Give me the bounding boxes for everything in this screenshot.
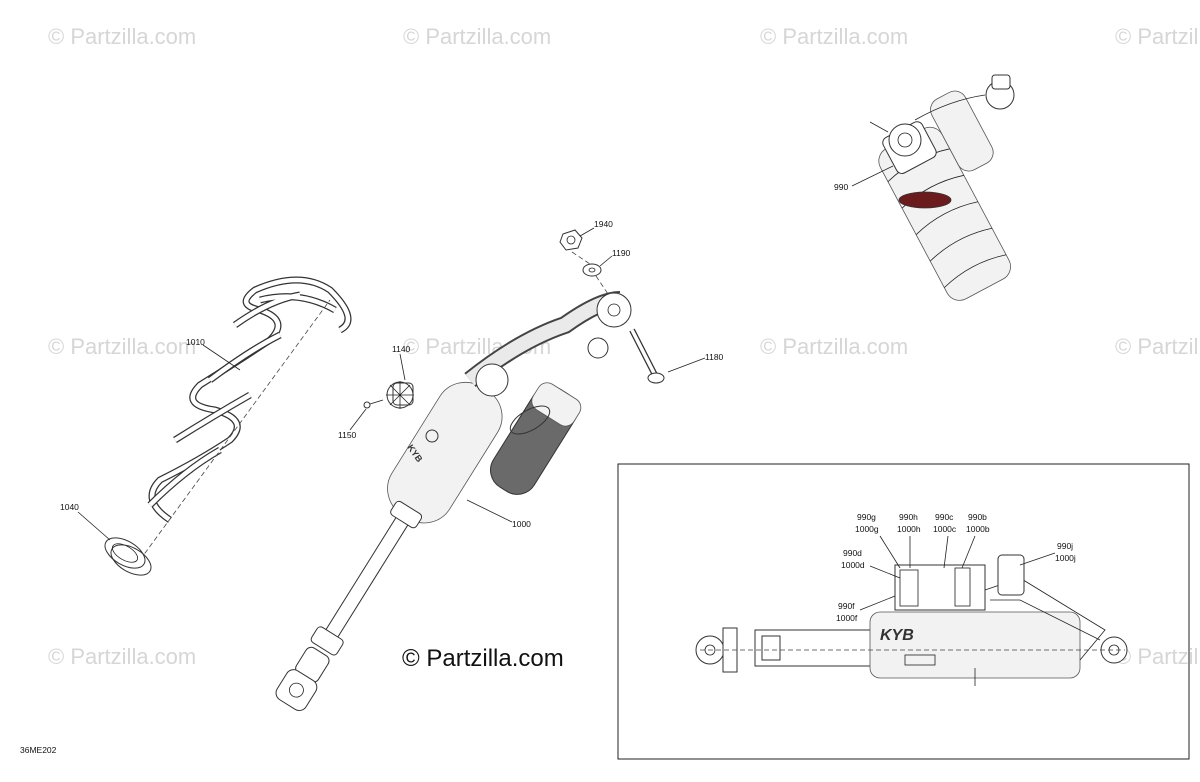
callout-990h[interactable]: 990h [899,512,918,522]
shock-assembly-990[interactable] [864,74,1049,305]
watermark-1: © Partzilla.com [48,24,196,49]
diagram-code: 36ME202 [20,745,57,755]
bump-stop-1040[interactable] [100,532,156,582]
callout-990j[interactable]: 990j [1057,541,1073,551]
nut-1940[interactable] [559,229,583,251]
washer-1190[interactable] [582,263,602,277]
callout-990g[interactable]: 990g [857,512,876,522]
bolt-1180[interactable] [629,328,665,384]
callout-1000h[interactable]: 1000h [897,524,921,534]
callout-1000c[interactable]: 1000c [933,524,957,534]
callout-1150[interactable]: 1150 [338,430,357,440]
copyright-text: © Partzilla.com [402,645,564,672]
callout-1190[interactable]: 1190 [612,248,631,258]
watermark-7: © Partzilla.com [760,334,908,359]
callout-990f[interactable]: 990f [838,601,855,611]
inset-shock[interactable]: KYB [695,554,1128,686]
callout-1000b[interactable]: 1000b [966,524,990,534]
callout-1010[interactable]: 1010 [186,337,205,347]
callout-1140[interactable]: 1140 [392,344,411,354]
watermark-5: © Partzilla.com [48,334,196,359]
shock-1000[interactable]: KYB [259,291,632,754]
watermark-11: © Partzilla.com [1115,644,1200,669]
watermarks: © Partzilla.com © Partzilla.com © Partzi… [48,24,1200,669]
watermark-8: © Partzilla.com [1115,334,1200,359]
screw-1150[interactable] [363,399,384,409]
watermark-9: © Partzilla.com [48,644,196,669]
callout-1000[interactable]: 1000 [512,519,531,529]
callout-1000f[interactable]: 1000f [836,613,858,623]
callout-1000d[interactable]: 1000d [841,560,865,570]
detail-inset: KYB 990g 1000g 990h 1000h 990c 1000c 9 [617,463,1190,760]
watermark-2: © Partzilla.com [403,24,551,49]
spring-1010[interactable] [139,276,352,561]
callout-1940[interactable]: 1940 [594,219,613,229]
callout-1000j[interactable]: 1000j [1055,553,1076,563]
callout-990b[interactable]: 990b [968,512,987,522]
callout-1180[interactable]: 1180 [705,352,724,362]
callout-990[interactable]: 990 [834,182,848,192]
inset-brand-text: KYB [880,627,914,644]
adjuster-knob-1140[interactable] [386,381,414,409]
callout-1040[interactable]: 1040 [60,502,79,512]
callout-990d[interactable]: 990d [843,548,862,558]
callout-1000g[interactable]: 1000g [855,524,879,534]
callout-990c[interactable]: 990c [935,512,954,522]
watermark-3: © Partzilla.com [760,24,908,49]
watermark-4: © Partzilla.com [1115,24,1200,49]
